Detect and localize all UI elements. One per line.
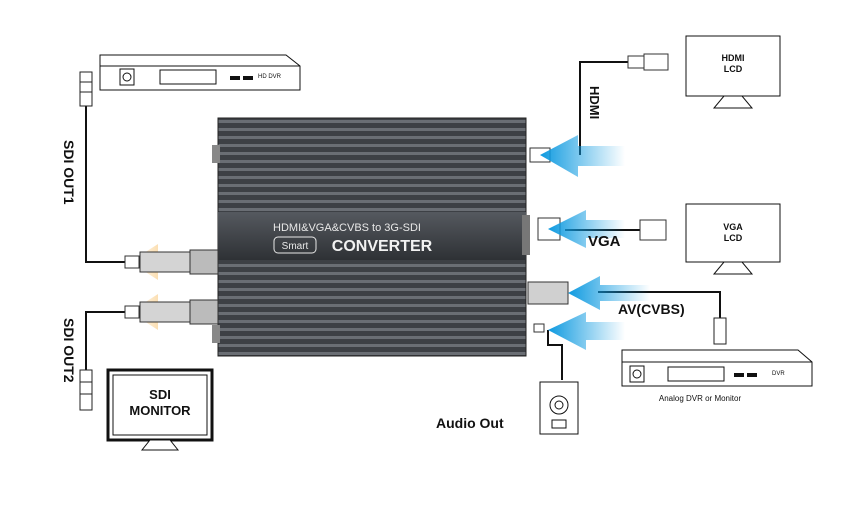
hdmi-arrow	[540, 135, 625, 177]
bnc-plug-icon	[79, 71, 93, 107]
vga-plug-icon	[639, 219, 667, 241]
vga-arrow	[548, 210, 625, 248]
analog-dvr-caption: Analog DVR or Monitor	[659, 394, 742, 403]
screw-icon	[212, 145, 220, 163]
av-arrow	[568, 276, 650, 310]
audio-arrow	[548, 312, 625, 350]
sdi2-cable	[85, 311, 130, 370]
vga-port-icon	[522, 215, 530, 255]
sdi-out1-connector	[124, 244, 219, 280]
screw-icon	[212, 325, 220, 343]
sdi1-cable	[85, 105, 130, 263]
hdmi-lcd-line2: LCD	[724, 64, 743, 74]
audio-cable	[547, 330, 563, 380]
bnc-plug-icon	[79, 369, 93, 411]
vga-input: VGA	[537, 210, 667, 250]
hd-dvr-device: HD DVR	[99, 54, 301, 91]
sdi-monitor-line1: SDI	[149, 387, 171, 402]
hdmi-cable	[579, 61, 628, 155]
smart-badge: Smart	[282, 241, 309, 252]
vga-lcd-line2: LCD	[724, 233, 743, 243]
audio-jack-icon	[533, 323, 545, 333]
disc-icon	[629, 365, 645, 383]
hdmi-lcd-line1: HDMI	[722, 53, 745, 63]
hdmi-input: HDMI	[529, 53, 669, 177]
sdi-out2-label: SDI OUT2	[61, 318, 77, 383]
front-panel-icon	[667, 366, 725, 382]
disc-icon	[119, 68, 135, 86]
converter-device: HDMI&VGA&CVBS to 3G-SDI Smart CONVERTER	[212, 117, 530, 357]
sdi-monitor-line2: MONITOR	[129, 403, 191, 418]
hdmi-label: HDMI	[587, 86, 602, 119]
audio-out-label: Audio Out	[436, 415, 504, 431]
front-panel-icon	[159, 69, 217, 85]
sdi-out2-connector	[124, 294, 219, 330]
hd-dvr-tag: HD DVR	[258, 74, 282, 80]
analog-dvr-device: DVR Analog DVR or Monitor	[621, 349, 813, 403]
cables	[85, 61, 721, 380]
vga-label: VGA	[588, 233, 621, 250]
bnc-connector-icon	[527, 281, 569, 305]
hdmi-lcd-display: HDMI LCD	[685, 35, 781, 109]
audio-out: Audio Out	[436, 312, 625, 435]
analog-dvr-tag: DVR	[772, 371, 785, 377]
sdi-monitor-device: SDI MONITOR	[106, 368, 214, 451]
vga-lcd-display: VGA LCD	[685, 203, 781, 275]
av-label: AV(CVBS)	[618, 301, 685, 317]
av-input: AV(CVBS)	[527, 276, 727, 345]
vga-lcd-line1: VGA	[723, 222, 743, 232]
converter-title: HDMI&VGA&CVBS to 3G-SDI	[273, 222, 421, 234]
hdmi-plug-icon	[627, 55, 645, 69]
sdi-out1-label: SDI OUT1	[61, 140, 77, 205]
bnc-plug-icon	[713, 317, 727, 345]
converter-name: CONVERTER	[332, 238, 433, 255]
